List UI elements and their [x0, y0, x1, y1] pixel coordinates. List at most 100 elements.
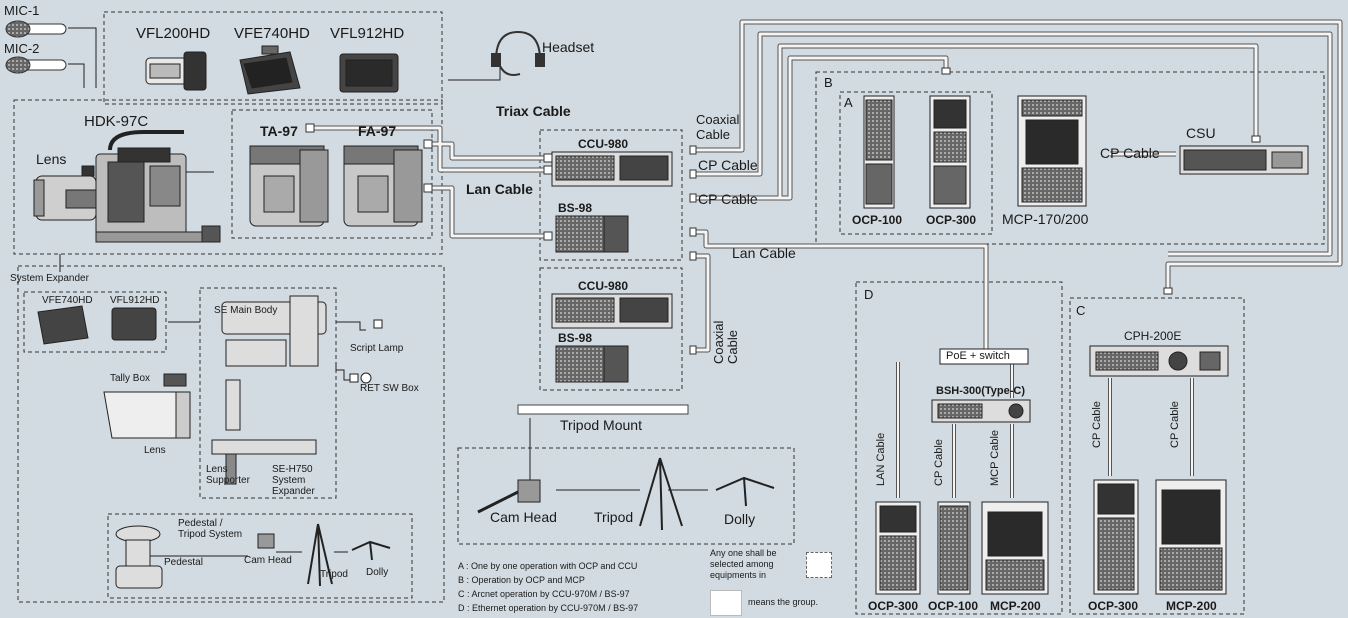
ccu980-bottom-drawing: [552, 294, 672, 328]
se-tripod-label: Tripod: [320, 570, 348, 580]
fa97-drawing: [344, 146, 422, 226]
bs98-top-label: BS-98: [558, 202, 592, 214]
tripod-mount-title: Tripod Mount: [560, 418, 642, 432]
mcp170-label: MCP-170/200: [1002, 212, 1088, 226]
legend-line-b: B : Operation by OCP and MCP: [458, 576, 585, 585]
cp-cable-c-label-2: CP Cable: [1170, 401, 1181, 448]
bsh300-label: BSH-300(Type-C): [936, 386, 1025, 397]
csu-label: CSU: [1186, 126, 1216, 140]
se-vfe740-label: VFE740HD: [42, 296, 93, 306]
vf-label-vfe740: VFE740HD: [234, 26, 310, 41]
mic-1-label: MIC-1: [4, 4, 39, 17]
bs98-bottom-drawing: [556, 346, 628, 382]
cp-cable-label-2: CP Cable: [698, 192, 758, 206]
se-vfl912-label: VFL912HD: [110, 296, 159, 306]
cp-cable-c-label-1: CP Cable: [1092, 401, 1103, 448]
vfl912-drawing: [340, 54, 398, 92]
script-lamp-drawing: [374, 320, 382, 328]
camera-drawing: [34, 132, 220, 242]
ocp300-d-label: OCP-300: [868, 600, 918, 612]
ocp300-b-label: OCP-300: [926, 214, 976, 226]
cp-cable-d-label: CP Cable: [934, 439, 945, 486]
tm-dolly-label: Dolly: [724, 512, 755, 526]
lan-cable-label: Lan Cable: [466, 182, 533, 196]
se-cam-head-drawing: [258, 534, 274, 548]
tm-cam-head-label: Cam Head: [490, 510, 557, 524]
mcp200-d-drawing: [982, 502, 1048, 594]
se-cam-head-label: Cam Head: [244, 556, 292, 566]
ocp300-d-drawing: [876, 502, 920, 594]
mcp170-drawing: [1018, 96, 1086, 206]
lens-supporter-label: Lens Supporter: [206, 464, 252, 486]
vf-label-vfl912: VFL912HD: [330, 26, 404, 41]
tm-cam-head-drawing: [478, 480, 540, 512]
mcp200-d-label: MCP-200: [990, 600, 1041, 612]
lens-label: Lens: [36, 152, 66, 166]
tm-dolly-drawing: [716, 478, 774, 506]
fa97-label: FA-97: [358, 124, 396, 138]
se-dolly-drawing: [352, 542, 390, 560]
legend-line-c: C : Arcnet operation by CCU-970M / BS-97: [458, 590, 630, 599]
se-dolly-label: Dolly: [366, 568, 388, 578]
cph200e-drawing: [1090, 346, 1228, 376]
se-vfl912-drawing: [112, 308, 156, 340]
se-h750-label: SE-H750 System Expander: [272, 464, 328, 497]
ocp100-b-drawing: [864, 96, 894, 208]
mic-2-drawing: [6, 57, 66, 73]
se-lens-drawing: [104, 392, 190, 438]
ret-box-label: RET SW Box: [360, 384, 419, 394]
lan-cable-d-label: LAN Cable: [876, 433, 887, 486]
tripod-mount-plate: [518, 405, 688, 414]
ocp300-c-label: OCP-300: [1088, 600, 1138, 612]
tally-box-drawing: [164, 374, 186, 386]
group-b-letter: B: [824, 76, 833, 89]
mcp200-c-label: MCP-200: [1166, 600, 1217, 612]
cp-cable-b-label: CP Cable: [1100, 146, 1160, 160]
csu-drawing: [1180, 146, 1308, 174]
legend-group-swatch: [710, 590, 742, 616]
legend-note-selection: Any one shall be selected among equipmen…: [710, 548, 800, 581]
headset-label: Headset: [542, 40, 594, 54]
ret-box-drawing: [350, 373, 371, 383]
coaxial-cable-vertical-label: Coaxial Cable: [712, 304, 740, 364]
ocp100-b-label: OCP-100: [852, 214, 902, 226]
vfe740-drawing: [240, 46, 300, 94]
group-a-letter: A: [844, 96, 853, 109]
script-lamp-label: Script Lamp: [350, 344, 403, 354]
cph200e-label: CPH-200E: [1124, 330, 1181, 342]
ocp100-d-label: OCP-100: [928, 600, 978, 612]
vfl200-drawing: [146, 52, 206, 90]
legend-group-swatch-dashed: [806, 552, 832, 578]
ocp300-c-drawing: [1094, 480, 1138, 594]
ocp300-b-drawing: [930, 96, 970, 208]
mic-1-drawing: [6, 21, 66, 37]
vf-label-vfl200: VFL200HD: [136, 26, 210, 41]
mcp-cable-d-label: MCP Cable: [990, 430, 1001, 486]
ccu980-top-drawing: [552, 152, 672, 186]
legend-note-group: means the group.: [748, 598, 818, 607]
ocp100-d-drawing: [938, 502, 970, 594]
pedestal-drawing: [116, 526, 162, 588]
ta97-label: TA-97: [260, 124, 298, 138]
ccu980-top-label: CCU-980: [578, 138, 628, 150]
poe-switch-label: PoE + switch: [946, 351, 1010, 362]
se-main-body-drawing: [212, 296, 326, 484]
tm-tripod-label: Tripod: [594, 510, 633, 524]
tally-box-label: Tally Box: [110, 374, 150, 384]
mic-2-label: MIC-2: [4, 42, 39, 55]
legend-line-a: A : One by one operation with OCP and CC…: [458, 562, 637, 571]
ped-tripod-system-label: Pedestal / Tripod System: [178, 518, 250, 540]
system-expander-title: System Expander: [10, 274, 89, 284]
triax-cable-label: Triax Cable: [496, 104, 571, 118]
lan-cable-label-2: Lan Cable: [732, 246, 796, 260]
pedestal-label: Pedestal: [164, 558, 203, 568]
legend-line-d: D : Ethernet operation by CCU-970M / BS-…: [458, 604, 638, 613]
se-lens-label: Lens: [144, 446, 166, 456]
group-c-letter: C: [1076, 304, 1085, 317]
se-vfe740-drawing: [38, 306, 88, 344]
ta97-drawing: [250, 146, 328, 226]
cp-cable-label-1: CP Cable: [698, 158, 758, 172]
coaxial-cable-label: Coaxial Cable: [696, 112, 756, 142]
ccu980-bottom-label: CCU-980: [578, 280, 628, 292]
